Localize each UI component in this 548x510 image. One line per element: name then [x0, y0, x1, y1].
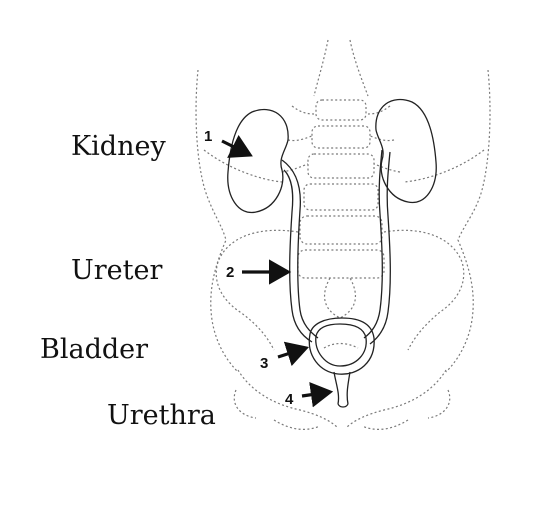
pelvis	[215, 229, 465, 430]
marker-3: 3	[260, 341, 310, 372]
marker-1: 1	[204, 128, 253, 158]
marker-number-4: 4	[285, 391, 294, 408]
marker-number-1: 1	[204, 128, 212, 145]
marker-number-2: 2	[226, 264, 234, 281]
label-urethra: Urethra	[107, 400, 216, 431]
arrow-4-icon	[301, 382, 334, 408]
marker-number-3: 3	[260, 355, 268, 372]
label-ureter: Ureter	[71, 255, 163, 286]
torso-outline	[195, 69, 491, 373]
label-kidney: Kidney	[71, 131, 166, 162]
urethra	[333, 371, 351, 408]
bladder	[308, 317, 375, 375]
ureters	[281, 149, 391, 345]
label-bladder: Bladder	[40, 334, 149, 365]
marker-2: 2	[226, 259, 292, 285]
marker-4: 4	[285, 382, 334, 408]
spine	[281, 39, 401, 319]
kidneys	[227, 98, 437, 214]
arrow-1-icon	[221, 134, 253, 158]
arrow-3-icon	[277, 341, 310, 367]
